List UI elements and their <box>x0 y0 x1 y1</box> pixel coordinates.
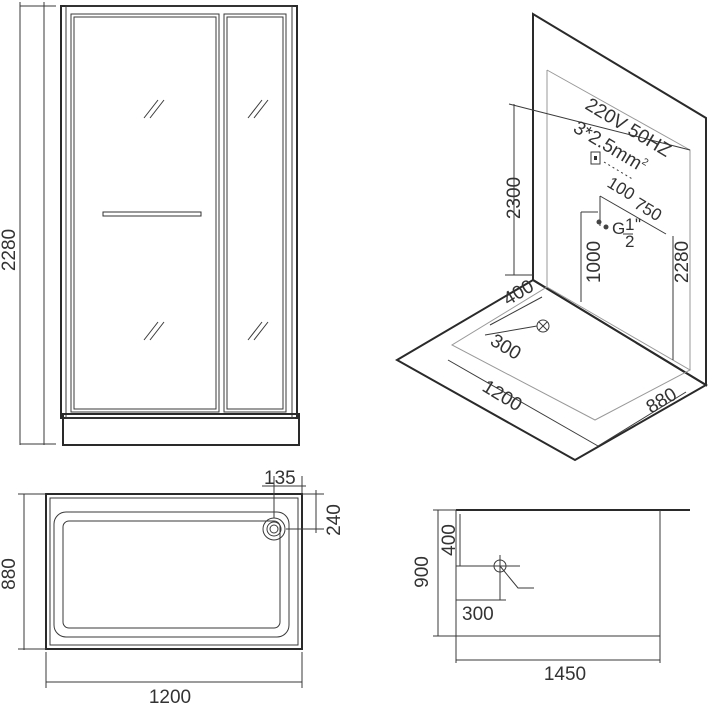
front-height-label: 2280 <box>0 229 20 271</box>
pipe-thread-g: G <box>612 219 625 238</box>
front-view: 2280 <box>0 2 300 446</box>
side-drain-height-label: 400 <box>439 524 460 556</box>
outlet-offset-label: 100 <box>604 173 638 204</box>
perspective-view: 2300 220V 50HZ 3*2.5mm2 100 750 G 1 2 " … <box>394 12 708 462</box>
outlet-height-label: 1000 <box>584 241 605 283</box>
drain-side-label: 300 <box>486 330 524 364</box>
handle-bar <box>102 211 202 217</box>
door-panel-right <box>223 13 287 413</box>
cabin-height-label: 2280 <box>672 241 693 283</box>
pipe-thread-den: 2 <box>625 232 634 251</box>
water-inlet-1 <box>596 219 602 225</box>
floor-depth-label: 880 <box>643 384 681 418</box>
side-height-label: 900 <box>412 556 433 588</box>
glass-reflection-marks <box>143 99 269 341</box>
tray-depth-label: 880 <box>0 558 20 590</box>
side-length-label: 1450 <box>544 664 586 685</box>
drain-y-label: 240 <box>324 504 345 536</box>
tray-width-label: 1200 <box>149 687 191 705</box>
tray-outline <box>450 286 692 421</box>
door-panel-left <box>70 13 220 413</box>
drain-x-label: 135 <box>264 468 296 489</box>
electrical-box <box>590 151 601 165</box>
pipe-thread-inch: " <box>635 215 641 234</box>
tray-base <box>62 413 300 446</box>
tray-outer <box>45 493 303 650</box>
wall-height-label: 2300 <box>504 177 525 219</box>
floor <box>394 278 708 462</box>
tray-basin <box>53 511 290 638</box>
pipe-thread-num: 1 <box>625 215 634 234</box>
side-drain-offset-label: 300 <box>462 604 494 625</box>
water-inlet-2 <box>603 224 609 230</box>
side-view: 900 400 300 1450 <box>412 509 690 685</box>
tray-plan-view: 135 240 880 1200 <box>0 468 345 705</box>
